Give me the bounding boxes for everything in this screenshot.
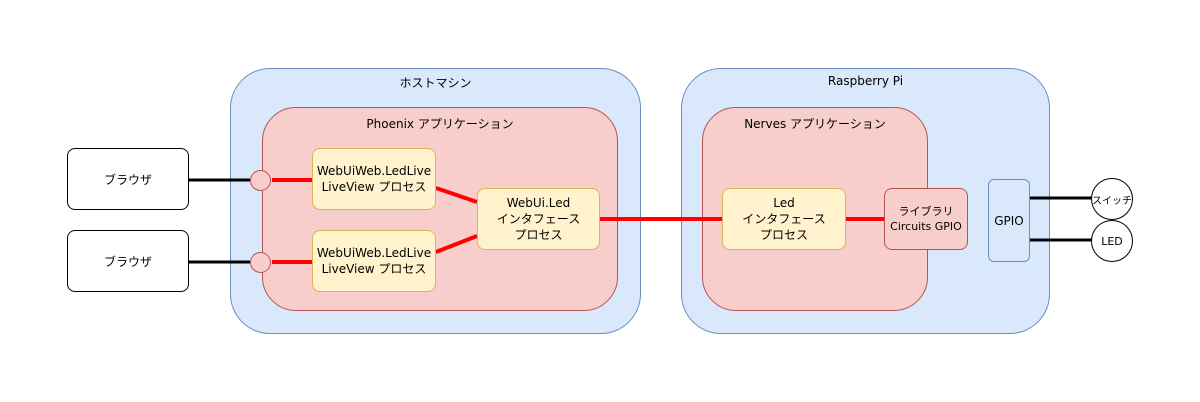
raspberry-pi-title: Raspberry Pi [827,74,904,88]
liveview1-webuiled-wire [435,186,478,204]
gpio-box: GPIO [988,179,1030,262]
liveview-process-2: WebUiWeb.LedLive LiveView プロセス [312,230,436,292]
nerves-app-title: Nerves アプリケーション [744,117,886,131]
led-interface-process: Led インタフェース プロセス [722,188,846,250]
liveview2-webuiled-wire [435,234,478,254]
port-circle-1 [250,170,271,191]
switch-device: スイッチ [1091,178,1133,220]
port-circle-2 [250,252,271,273]
webui-led-process: WebUi.Led インタフェース プロセス [477,188,600,250]
phoenix-app-title: Phoenix アプリケーション [366,117,514,131]
liveview-process-1: WebUiWeb.LedLive LiveView プロセス [312,148,436,210]
circuits-gpio-library: ライブラリ Circuits GPIO [884,188,968,250]
host-machine-title: ホストマシン [399,76,472,90]
led-device: LED [1091,220,1133,262]
browser-box-1: ブラウザ [67,148,189,210]
browser-box-2: ブラウザ [67,230,189,292]
